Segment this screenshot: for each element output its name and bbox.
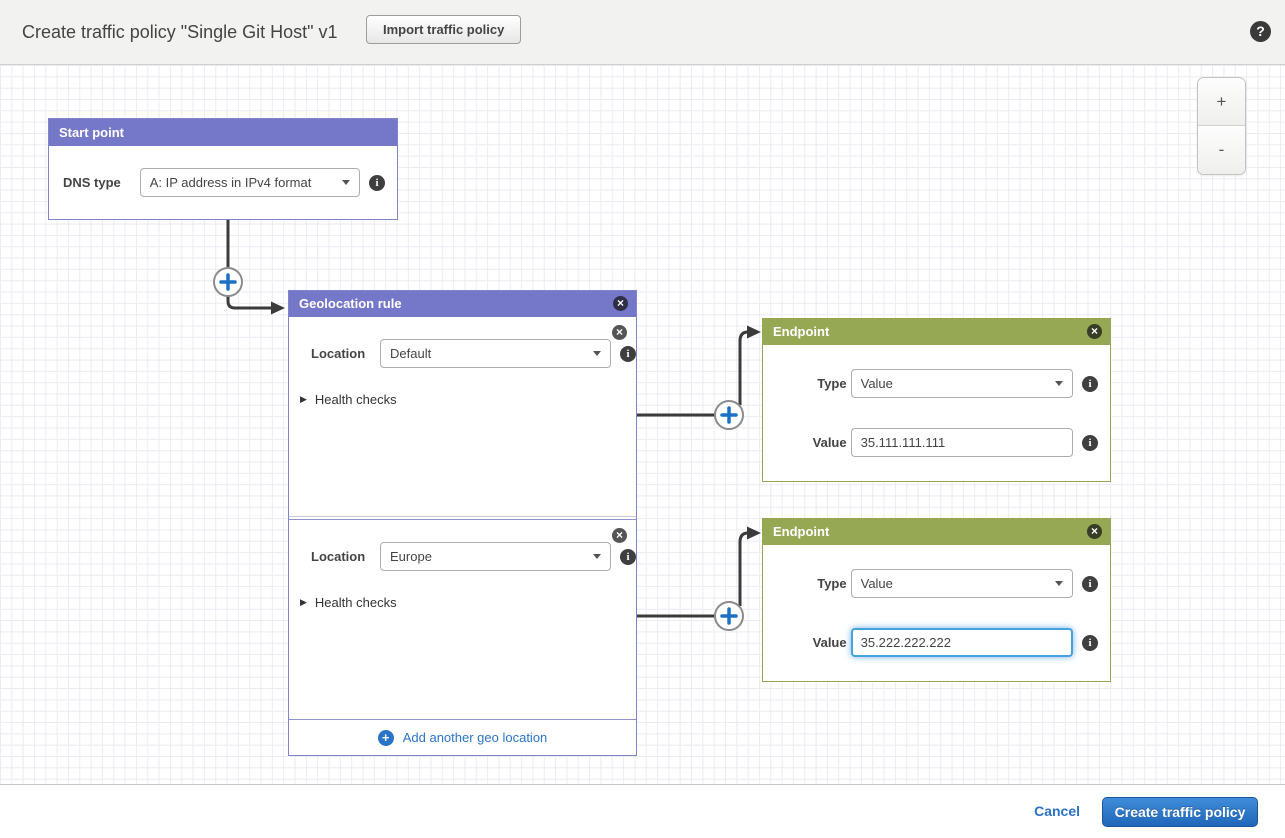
location-selected-value: Europe — [390, 549, 432, 564]
location-row: Location Europe i — [289, 542, 636, 571]
triangle-right-icon: ▶ — [300, 597, 307, 607]
action-footer: Cancel Create traffic policy — [0, 786, 1285, 838]
chevron-down-icon — [593, 351, 601, 356]
type-label: Type — [817, 576, 847, 591]
zoom-in-button[interactable]: + — [1198, 78, 1245, 126]
connector-geo1-elbow — [738, 330, 749, 405]
dns-type-label: DNS type — [63, 175, 121, 190]
endpoint-1-header: Endpoint × — [763, 319, 1110, 345]
help-icon[interactable]: ? — [1250, 21, 1271, 42]
endpoint-value-row: Value i — [775, 628, 1098, 657]
page-title: Create traffic policy "Single Git Host" … — [22, 22, 338, 42]
type-selected-value: Value — [860, 376, 893, 391]
value-label: Value — [812, 435, 847, 450]
location-select-europe[interactable]: Europe — [380, 542, 611, 571]
dns-type-info-icon[interactable]: i — [369, 174, 385, 191]
add-geo-location-label: Add another geo location — [402, 730, 548, 745]
health-checks-expander-default[interactable]: ▶ Health checks — [300, 392, 450, 407]
location-row: Location Default i — [289, 339, 636, 368]
geolocation-rule-close-icon[interactable]: × — [613, 296, 628, 311]
value-info-icon[interactable]: i — [1082, 634, 1098, 651]
import-traffic-policy-button[interactable]: Import traffic policy — [366, 15, 522, 44]
type-info-icon[interactable]: i — [1082, 575, 1098, 592]
location-selected-value: Default — [390, 346, 432, 361]
policy-canvas: + - Start point DNS type A: IP address i… — [0, 65, 1285, 785]
dns-type-selected-value: A: IP address in IPv4 format — [149, 175, 312, 190]
top-bar: Create traffic policy "Single Git Host" … — [0, 0, 1285, 65]
health-checks-label: Health checks — [314, 595, 397, 610]
geo-location-section-europe: × Location Europe i ▶ Health checks — [289, 520, 636, 719]
create-traffic-policy-button[interactable]: Create traffic policy — [1102, 797, 1258, 827]
triangle-right-icon: ▶ — [300, 394, 307, 404]
endpoint-type-row: Type Value i — [775, 569, 1098, 598]
endpoint-1-close-icon[interactable]: × — [1087, 324, 1102, 339]
geolocation-rule-node: Geolocation rule × × Location Default i … — [288, 290, 637, 756]
location-label: Location — [311, 549, 366, 564]
value-label: Value — [812, 635, 847, 650]
dns-type-select[interactable]: A: IP address in IPv4 format — [139, 168, 360, 197]
health-checks-expander-europe[interactable]: ▶ Health checks — [300, 595, 450, 610]
endpoint-type-row: Type Value i — [775, 369, 1098, 398]
chevron-down-icon — [342, 180, 350, 185]
endpoint-node-1: Endpoint × Type Value i Value i — [762, 318, 1111, 482]
start-point-node: Start point DNS type A: IP address in IP… — [48, 118, 398, 220]
connector-plus-geo2[interactable] — [714, 601, 744, 631]
endpoint-2-type-select[interactable]: Value — [850, 569, 1073, 598]
start-point-body: DNS type A: IP address in IPv4 format i — [49, 146, 397, 219]
add-geo-location-link[interactable]: + Add another geo location — [377, 729, 548, 746]
canvas-zoom-controls: + - — [1197, 77, 1246, 175]
connector-plus-geo1[interactable] — [714, 400, 744, 430]
endpoint-1-type-select[interactable]: Value — [850, 369, 1073, 398]
geolocation-rule-header: Geolocation rule × — [289, 291, 636, 317]
location-info-icon[interactable]: i — [620, 345, 636, 362]
start-point-title: Start point — [59, 125, 124, 140]
connector-geo2-elbow — [738, 531, 749, 606]
endpoint-2-header: Endpoint × — [763, 519, 1110, 545]
health-checks-label: Health checks — [314, 392, 397, 407]
zoom-out-button[interactable]: - — [1198, 126, 1245, 174]
geo-rule-footer: + Add another geo location — [289, 719, 636, 755]
endpoint-1-body: Type Value i Value i — [763, 345, 1110, 481]
endpoint-1-value-input[interactable] — [850, 428, 1073, 457]
cancel-button[interactable]: Cancel — [1034, 803, 1080, 819]
endpoint-value-row: Value i — [775, 428, 1098, 457]
chevron-down-icon — [1055, 381, 1063, 386]
connector-plus-start[interactable] — [213, 267, 243, 297]
value-info-icon[interactable]: i — [1082, 434, 1098, 451]
geolocation-rule-title: Geolocation rule — [299, 296, 402, 311]
location-label: Location — [311, 346, 366, 361]
chevron-down-icon — [1055, 581, 1063, 586]
geo-section-europe-close-icon[interactable]: × — [612, 528, 627, 543]
endpoint-2-body: Type Value i Value i — [763, 545, 1110, 681]
type-label: Type — [817, 376, 847, 391]
chevron-down-icon — [593, 554, 601, 559]
arrowhead-geo — [271, 301, 285, 315]
endpoint-title: Endpoint — [773, 524, 830, 539]
endpoint-node-2: Endpoint × Type Value i Value i — [762, 518, 1111, 682]
geo-section-divider — [289, 516, 636, 520]
endpoint-2-close-icon[interactable]: × — [1087, 524, 1102, 539]
endpoint-2-value-input[interactable] — [850, 628, 1073, 657]
type-info-icon[interactable]: i — [1082, 375, 1098, 392]
geo-location-section-default: × Location Default i ▶ Health checks — [289, 317, 636, 516]
start-point-header: Start point — [49, 119, 397, 146]
plus-circle-icon: + — [377, 729, 394, 746]
arrowhead-endpoint1 — [747, 325, 761, 339]
arrowhead-endpoint2 — [747, 526, 761, 540]
location-select-default[interactable]: Default — [380, 339, 611, 368]
geo-section-default-close-icon[interactable]: × — [612, 325, 627, 340]
endpoint-title: Endpoint — [773, 324, 830, 339]
connector-start-to-geo-elbow — [226, 296, 271, 310]
location-info-icon[interactable]: i — [620, 548, 636, 565]
type-selected-value: Value — [860, 576, 893, 591]
